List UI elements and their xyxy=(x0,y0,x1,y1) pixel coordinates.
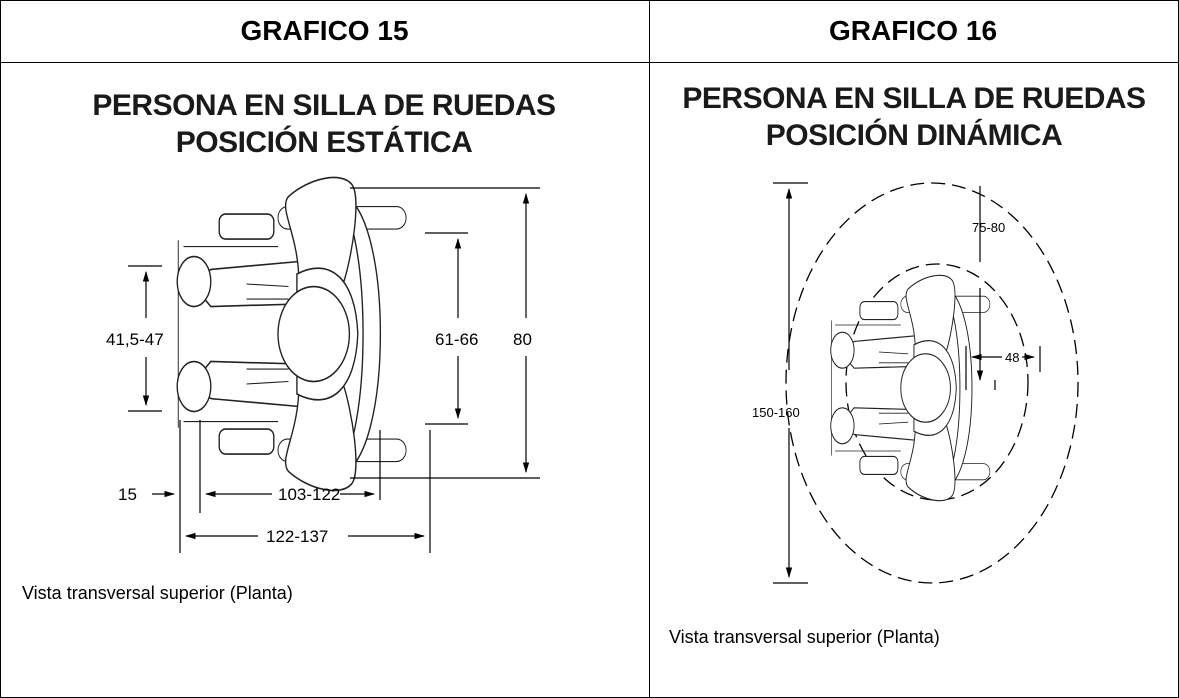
dimension-80 xyxy=(350,187,540,479)
wheelchair-static-figure xyxy=(176,176,407,492)
column-divider xyxy=(649,0,650,698)
header-grafico-15: GRAFICO 15 xyxy=(240,15,409,46)
header-divider xyxy=(0,62,1179,63)
left-title-line1: PERSONA EN SILLA DE RUEDAS xyxy=(92,89,555,122)
dim-label-41-47: 41,5-47 xyxy=(106,330,164,349)
dim-label-48: 48 xyxy=(1005,350,1019,365)
dim-label-103-122: 103-122 xyxy=(278,485,340,504)
dim-label-150-160: 150-160 xyxy=(752,405,800,420)
dimension-length xyxy=(152,420,431,553)
dimension-48 xyxy=(965,346,1041,390)
dimension-150-160 xyxy=(773,182,808,584)
dim-label-80: 80 xyxy=(513,330,532,349)
dim-label-61-66: 61-66 xyxy=(435,330,478,349)
dimension-41-47 xyxy=(128,265,162,412)
left-title-line2: POSICIÓN ESTÁTICA xyxy=(176,125,473,159)
inner-turning-circle xyxy=(845,263,1029,501)
right-title-line2: POSICIÓN DINÁMICA xyxy=(766,118,1063,152)
header-grafico-16: GRAFICO 16 xyxy=(828,15,998,46)
dim-label-122-137: 122-137 xyxy=(266,527,328,546)
left-caption: Vista transversal superior (Planta) xyxy=(22,583,293,603)
dim-label-15: 15 xyxy=(118,485,137,504)
dim-label-75-80: 75-80 xyxy=(972,220,1005,235)
right-title-line1: PERSONA EN SILLA DE RUEDAS xyxy=(682,82,1145,115)
dimension-61-66 xyxy=(425,232,468,425)
right-caption: Vista transversal superior (Planta) xyxy=(669,627,940,647)
outer-turning-circle xyxy=(785,182,1079,584)
